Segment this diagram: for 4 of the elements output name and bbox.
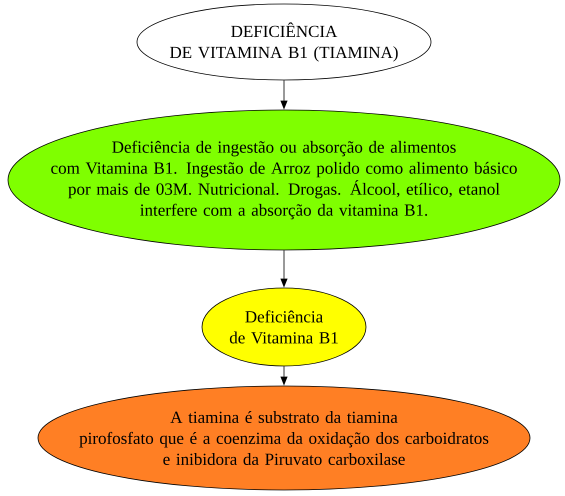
ellipse-node: DEFICIÊNCIA DE VITAMINA B1 (TIAMINA) <box>136 4 432 80</box>
ellipse-node: Deficiência de ingestão ou absorção de alimentos com Vitamina B1. Ingestão de Arroz polido como alimento básico por mais de 03M. Nutricional. Drogas. Álcool, etílico, etanol interfere com a absorção da vitamina B1. <box>8 110 560 250</box>
ellipse-node: Deficiência de Vitamina B1 <box>202 288 366 366</box>
ellipse-node: A tiamina é substrato da tiamina pirofosfato que é a coenzima da oxidação dos carboidratos e inibidora da Piruvato carboxilase <box>38 386 530 490</box>
